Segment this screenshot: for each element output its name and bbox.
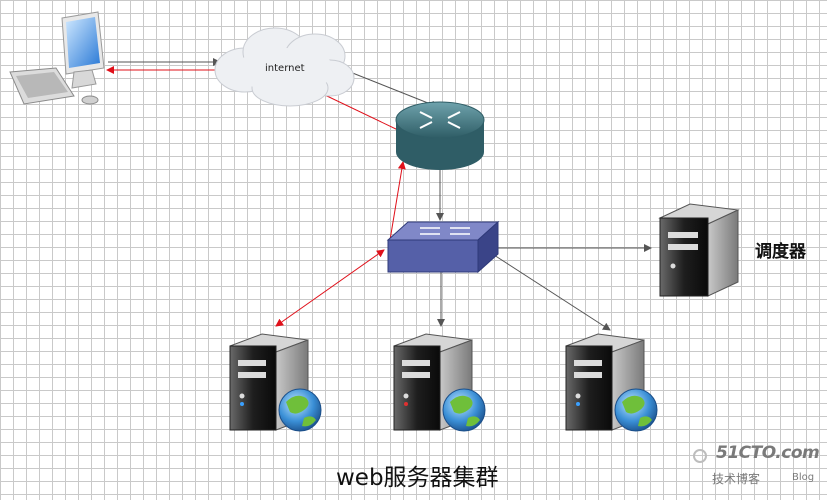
diagram-caption: web服务器集群 <box>336 465 499 491</box>
internet-cloud-icon <box>214 27 355 107</box>
arrow-switch-to-router <box>389 161 406 241</box>
watermark-main: 51CTO.com <box>716 443 820 463</box>
internet-label: internet <box>265 63 305 74</box>
client-pc-icon <box>9 11 105 105</box>
scheduler-server-icon <box>658 203 740 297</box>
connections <box>106 58 652 331</box>
web-server-3-icon <box>565 333 658 432</box>
router-icon <box>395 101 485 170</box>
arrow-switch-to-server-3 <box>493 254 611 331</box>
arrow-internet-to-router <box>344 69 439 109</box>
web-server-2-icon <box>393 333 486 432</box>
switch-icon <box>386 220 500 274</box>
watermark-sub: 技术博客 <box>712 472 761 486</box>
scheduler-label: 调度器 <box>755 242 806 262</box>
web-server-1-icon <box>229 333 322 432</box>
watermark-blog: Blog <box>792 472 815 483</box>
watermark-logo-icon <box>693 449 707 463</box>
arrow-switch-server-1-bidirectional <box>275 249 385 327</box>
